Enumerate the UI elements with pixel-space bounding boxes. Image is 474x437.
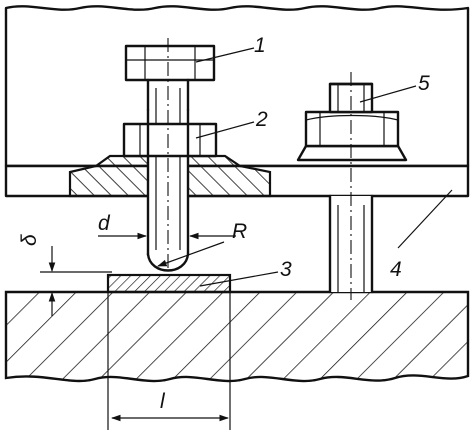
callout-3: 3 — [280, 258, 292, 281]
callout-4: 4 — [390, 258, 402, 281]
dim-label-gap: δ — [18, 234, 41, 246]
shim — [106, 273, 232, 294]
dim-label-r: R — [232, 220, 247, 243]
callout-5: 5 — [418, 72, 430, 95]
stud — [296, 72, 408, 300]
callout-2: 2 — [255, 108, 268, 131]
dimension-r — [157, 241, 225, 267]
dimension-gap — [6, 246, 112, 316]
callout-1: 1 — [254, 34, 266, 57]
dim-label-d: d — [98, 212, 111, 235]
base-section — [4, 290, 470, 383]
adjusting-bolt — [122, 38, 218, 272]
dim-label-l: l — [160, 390, 166, 413]
dimension-l — [107, 292, 231, 430]
leader-lines — [195, 47, 453, 287]
